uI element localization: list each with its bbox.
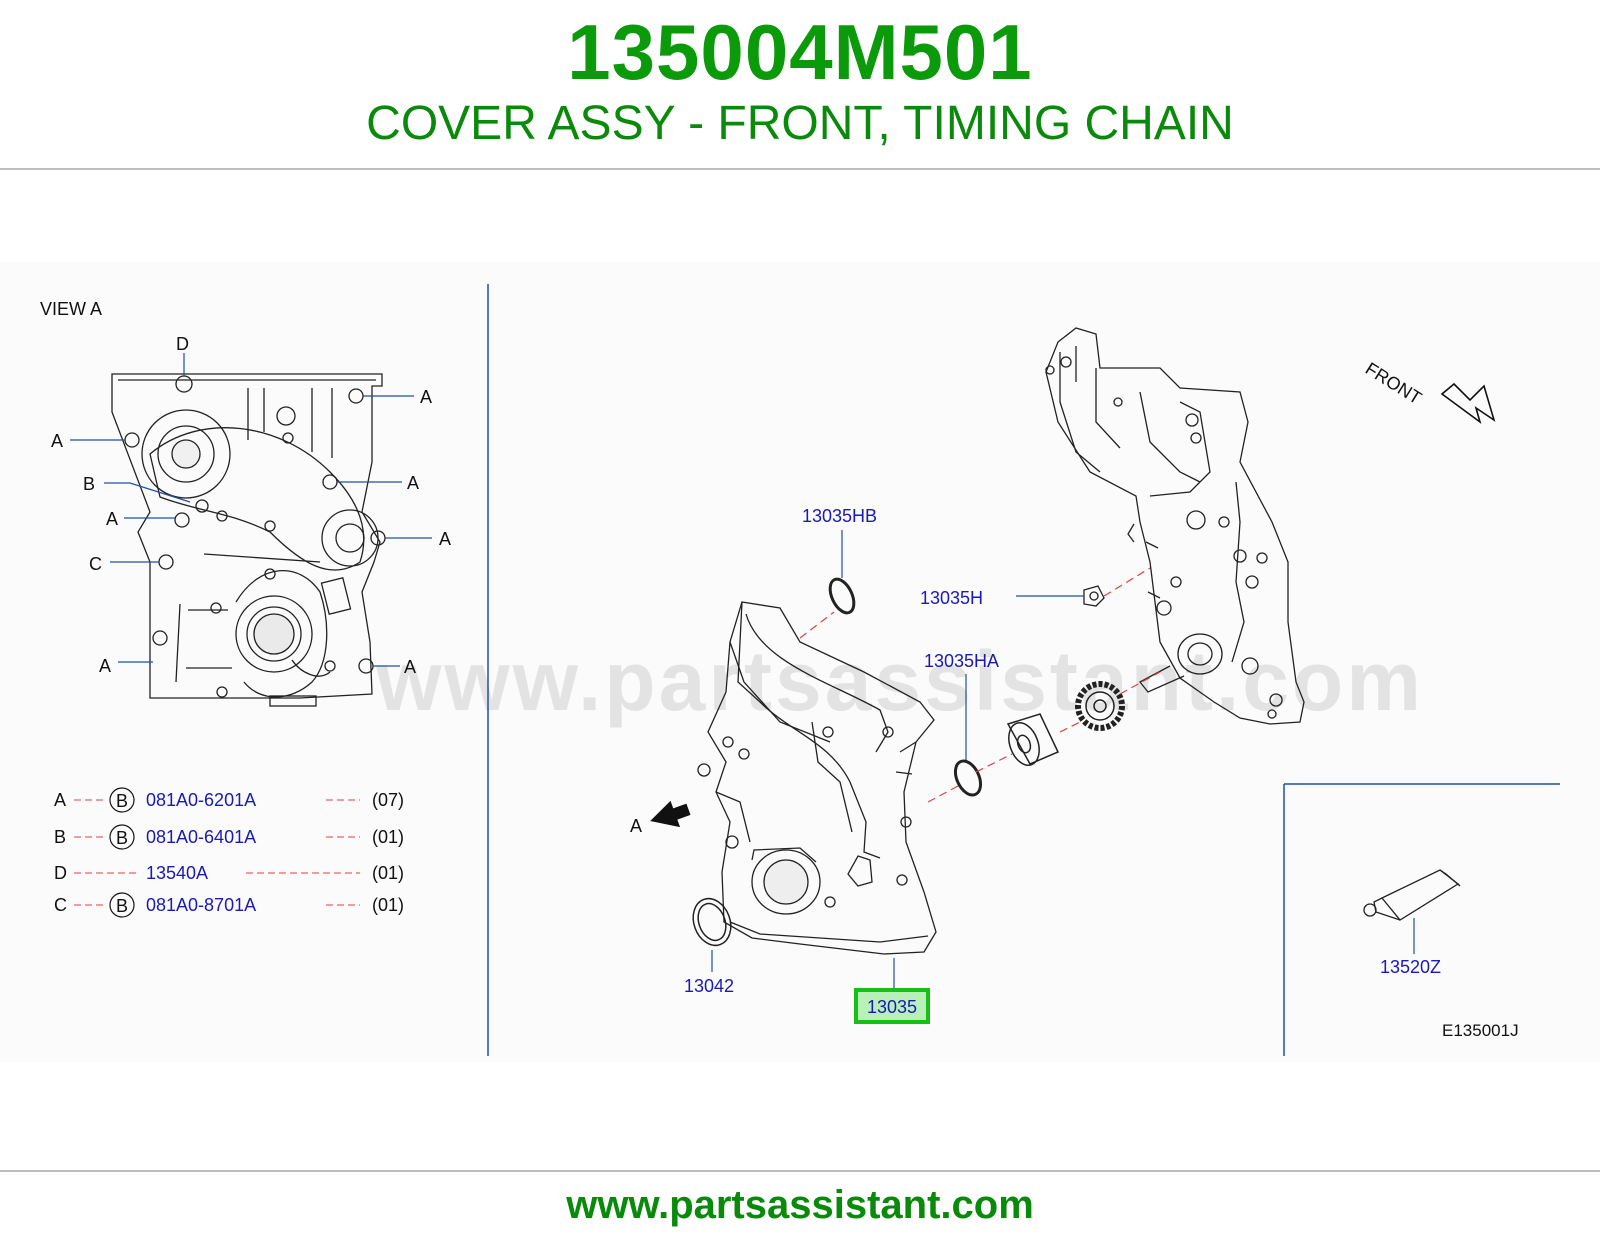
footer-website-link[interactable]: www.partsassistant.com <box>566 1183 1034 1227</box>
view-label-a: A <box>420 387 432 407</box>
front-arrow-icon <box>1440 382 1496 425</box>
callout-13042[interactable]: 13042 <box>684 976 734 996</box>
view-label-a: A <box>51 431 63 451</box>
view-label-a: A <box>407 473 419 493</box>
plug-13035h-drawing <box>1083 585 1105 607</box>
view-label-a: A <box>439 529 451 549</box>
watermark: www.partsassistant.com <box>375 634 1424 728</box>
callout-13520z[interactable]: 13520Z <box>1380 957 1441 977</box>
part-number-title: 135004M501 <box>567 8 1033 96</box>
view-label-a: A <box>99 656 111 676</box>
callout-labels: 13035HB 13035H 13035HA 13042 13520Z <box>684 506 1441 996</box>
assembly-dash-lines <box>799 567 1161 803</box>
legend-marker: B <box>116 828 128 848</box>
oil-seal-13042-drawing <box>692 897 732 947</box>
view-a-pointer-label: A <box>630 816 642 836</box>
view-a-letters: D A A B A A A C A A <box>51 334 451 677</box>
view-label-a: A <box>106 509 118 529</box>
legend-quantity: (01) <box>372 863 404 883</box>
part-description: COVER ASSY - FRONT, TIMING CHAIN <box>366 97 1234 150</box>
legend-key: B <box>54 827 66 847</box>
view-label-d: D <box>176 334 189 354</box>
callout-13035hb[interactable]: 13035HB <box>802 506 877 526</box>
view-label-a: A <box>404 657 416 677</box>
legend-part-number[interactable]: 13540A <box>146 863 208 883</box>
legend-quantity: (01) <box>372 895 404 915</box>
callout-13035[interactable]: 13035 <box>867 997 917 1017</box>
diagram-background <box>0 262 1600 1062</box>
legend-row: C B 081A0-8701A (01) <box>54 892 404 918</box>
bolt-marker-icon <box>109 824 135 850</box>
legend-marker: B <box>116 791 128 811</box>
diagram-canvas: www.partsassistant.com VIEW A <box>0 262 1600 1062</box>
legend-part-number[interactable]: 081A0-8701A <box>146 895 256 915</box>
legend-part-number[interactable]: 081A0-6201A <box>146 790 256 810</box>
legend-key: D <box>54 863 67 883</box>
sprocket-drawing <box>1075 681 1125 731</box>
parts-diagram: www.partsassistant.com VIEW A <box>0 262 1600 1062</box>
view-a-title: VIEW A <box>40 299 102 319</box>
legend-row: D 13540A (01) <box>54 863 404 883</box>
view-label-c: C <box>89 554 102 574</box>
legend-quantity: (07) <box>372 790 404 810</box>
callout-13035-highlight[interactable]: 13035 <box>854 988 930 1024</box>
o-ring-13035hb-drawing <box>828 577 856 615</box>
legend-part-number[interactable]: 081A0-6401A <box>146 827 256 847</box>
diagram-code: E135001J <box>1442 1021 1519 1040</box>
front-cover-drawing <box>697 601 937 955</box>
legend-row: B B 081A0-6401A (01) <box>54 824 404 850</box>
legend-row: A B 081A0-6201A (07) <box>54 787 404 813</box>
bushing-drawing <box>1006 713 1060 766</box>
fastener-legend: A B 081A0-6201A (07) B B 081A0-6401A (01… <box>54 787 404 918</box>
engine-block-drawing <box>1045 327 1305 725</box>
view-a-arrow-icon <box>650 800 691 828</box>
legend-marker: B <box>116 896 128 916</box>
callout-13035ha[interactable]: 13035HA <box>924 651 999 671</box>
view-label-b: B <box>83 474 95 494</box>
o-ring-13035ha-drawing <box>953 759 983 797</box>
sealant-tube-drawing <box>1363 869 1461 921</box>
callout-13035h[interactable]: 13035H <box>920 588 983 608</box>
view-a-leaders <box>70 353 432 667</box>
legend-key: A <box>54 790 66 810</box>
view-a-cover-drawing <box>111 373 386 707</box>
header-divider <box>0 168 1600 170</box>
footer-divider <box>0 1170 1600 1172</box>
legend-quantity: (01) <box>372 827 404 847</box>
bolt-marker-icon <box>109 892 135 918</box>
legend-key: C <box>54 895 67 915</box>
highlight-box <box>854 988 930 1024</box>
bolt-marker-icon <box>109 787 135 813</box>
